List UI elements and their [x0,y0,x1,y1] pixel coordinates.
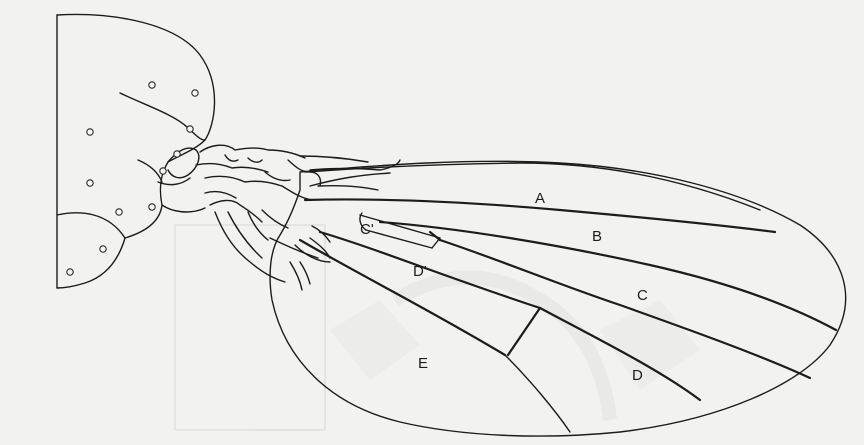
cell-label-b: B [592,228,602,245]
cell-label-c-prime: C' [360,221,374,238]
cell-label-e: E [418,355,428,372]
wing-membrane [270,161,846,436]
cell-label-c: C [637,287,648,304]
thorax-plates [57,14,215,288]
watermark [175,225,700,430]
cell-label-a: A [535,190,545,207]
cell-label-d: D [632,367,643,384]
cell-label-d-prime: D' [413,263,427,280]
